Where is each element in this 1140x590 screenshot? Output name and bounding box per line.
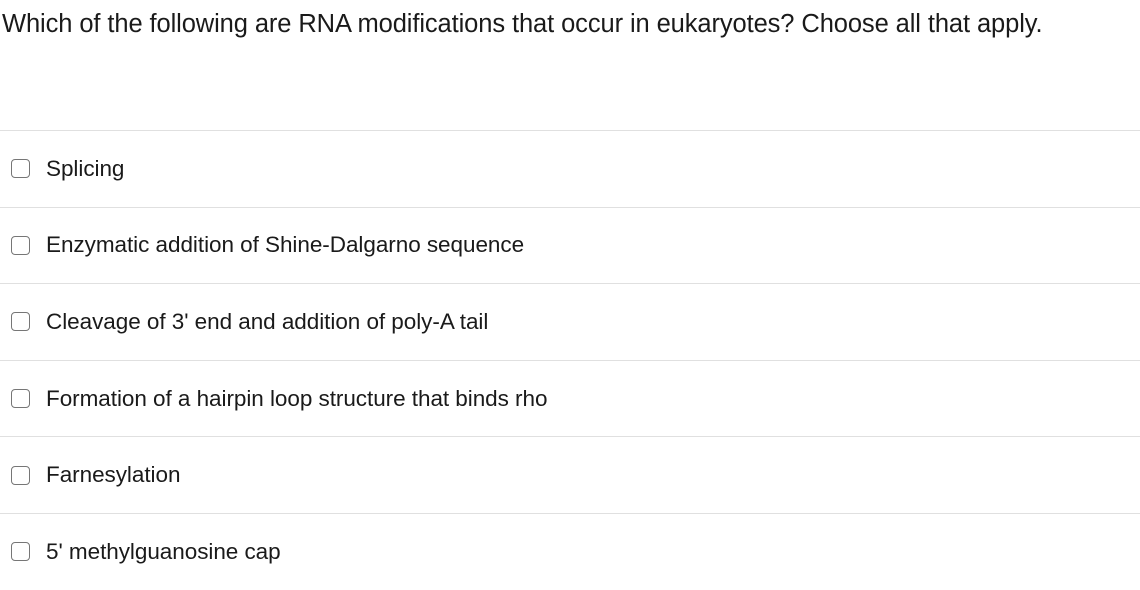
checkbox-icon-farnesylation[interactable] xyxy=(11,465,30,485)
option-row-6[interactable]: 5' methylguanosine cap xyxy=(0,512,1140,590)
option-label-4[interactable]: Formation of a hairpin loop structure th… xyxy=(46,385,548,411)
option-row-1[interactable]: Splicing xyxy=(0,130,1140,207)
checkbox-icon-poly-a-tail[interactable] xyxy=(11,312,30,332)
option-row-3[interactable]: Cleavage of 3' end and addition of poly-… xyxy=(0,283,1140,360)
option-row-2[interactable]: Enzymatic addition of Shine-Dalgarno seq… xyxy=(0,206,1140,284)
checkbox-icon-shine-dalgarno[interactable] xyxy=(11,235,30,255)
option-label-3[interactable]: Cleavage of 3' end and addition of poly-… xyxy=(46,308,489,334)
checkbox-icon-methylguanosine-cap[interactable] xyxy=(11,542,30,562)
option-row-4[interactable]: Formation of a hairpin loop structure th… xyxy=(0,359,1140,437)
option-row-5[interactable]: Farnesylation xyxy=(0,436,1140,513)
option-label-5[interactable]: Farnesylation xyxy=(46,462,181,488)
option-label-1[interactable]: Splicing xyxy=(46,155,125,181)
option-label-6[interactable]: 5' methylguanosine cap xyxy=(46,538,281,564)
question-block: Which of the following are RNA modificat… xyxy=(0,0,1140,46)
checkbox-icon-splicing[interactable] xyxy=(11,159,30,179)
answer-options-list: Splicing Enzymatic addition of Shine-Dal… xyxy=(0,130,1140,590)
checkbox-icon-hairpin-rho[interactable] xyxy=(11,389,30,409)
option-label-2[interactable]: Enzymatic addition of Shine-Dalgarno seq… xyxy=(46,232,525,258)
question-prompt: Which of the following are RNA modificat… xyxy=(2,10,1043,38)
